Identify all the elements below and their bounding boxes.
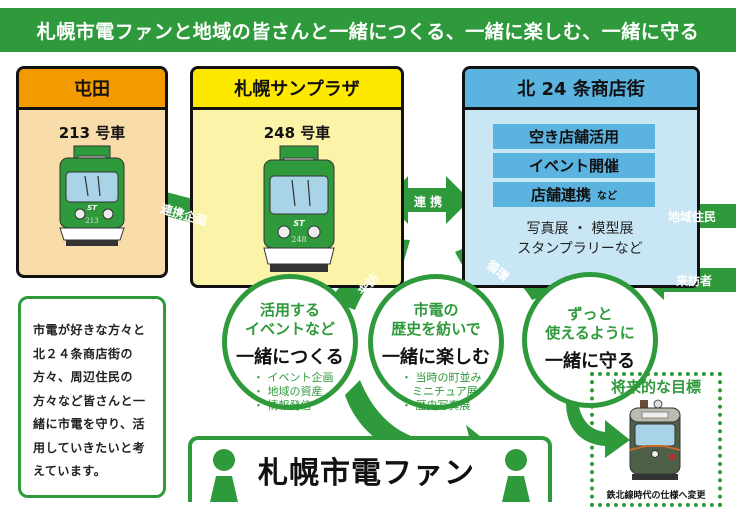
svg-text:ST: ST [293, 219, 305, 228]
tag-store-collab: 店舗連携など [493, 182, 655, 207]
circle-create: 活用する イベントなど 一緒につくる ・ イベント企画 ・ 地域の資産 ・ 情報… [222, 274, 358, 412]
circle-item: ・ 歴史写真展 [401, 399, 471, 412]
circle-title: 歴史を紡いで [391, 320, 481, 338]
station-name: 屯田 [19, 69, 165, 110]
message-line: 用していきたいと考 [33, 440, 146, 455]
fans-label: 札幌市電ファン [258, 456, 475, 491]
future-goal-title: 将来的な目標 [610, 378, 701, 396]
circle-item: ・ イベント企画 [253, 371, 334, 384]
circle-enjoy: 市電の 歴史を紡いで 一緒に楽しむ ・ 当時の町並み ミニチュア展 ・ 歴史写真… [368, 274, 504, 412]
car-number-label: 248 号車 [263, 124, 331, 142]
station-name: 札幌サンプラザ [193, 69, 401, 110]
message-line: 市電が好きな方々と [33, 323, 146, 337]
fans-box [188, 436, 552, 502]
tram-213-icon: ST 213 [59, 145, 125, 246]
circle-main: 一緒に守る [545, 351, 635, 372]
message-line: 方々、周辺住民の [33, 370, 134, 384]
collab-label: 連 携 [414, 195, 443, 209]
residents-label: 地域住民 [668, 210, 717, 224]
circle-item: ミニチュア展 [401, 385, 478, 398]
banner-title: 札幌市電ファンと地域の皆さんと一緒につくる、一緒に楽しむ、一緒に守る [0, 8, 736, 52]
future-goal-box [590, 372, 722, 507]
station-sapporo-sunplaza: 札幌サンプラザ 248 号車 [190, 66, 404, 288]
circle-item: ・ 情報発信 [253, 399, 312, 412]
station-name: 北 24 条商店街 [465, 69, 697, 110]
visitors-label: 来訪者 [676, 274, 713, 288]
circle-title: イベントなど [244, 320, 335, 338]
message-line: 方々など皆さんと一 [33, 393, 146, 408]
svg-text:248: 248 [291, 235, 306, 244]
message-box: 市電が好きな方々と 北２４条商店街の 方々、周辺住民の 方々など皆さんと一 緒に… [18, 296, 166, 498]
car-number-label: 213 号車 [58, 124, 126, 142]
collab-arrow [386, 176, 470, 224]
circle-title: 活用する [259, 301, 320, 319]
tag-event: イベント開催 [493, 153, 655, 178]
circle-item: ・ 地域の資産 [253, 385, 323, 398]
svg-text:ST: ST [87, 204, 98, 212]
svg-text:213: 213 [85, 217, 98, 225]
event-line-1: 写真展 ・ 模型展 [526, 221, 634, 237]
vintage-tram-icon [629, 399, 681, 480]
tag-vacant-store: 空き店舗活用 [493, 124, 655, 149]
person-icon [502, 449, 530, 502]
circle-title: 市電の [413, 301, 459, 319]
future-goal-caption: 鉄北線時代の仕様へ変更 [606, 491, 706, 501]
circle-title: ずっと [567, 305, 613, 323]
event-line-2: スタンプラリーなど [517, 241, 643, 257]
tram-248-icon: ST 248 [263, 145, 335, 272]
circle-item: ・ 当時の町並み [401, 371, 482, 384]
circle-title: 使えるように [545, 324, 635, 342]
person-icon [210, 449, 238, 502]
message-line: えています。 [33, 464, 107, 478]
circle-main: 一緒に楽しむ [382, 347, 490, 368]
message-line: 北２４条商店街の [33, 346, 134, 361]
goal-arrow [566, 400, 630, 458]
circle-main: 一緒につくる [236, 347, 344, 368]
message-line: 緒に市電を守り、活 [33, 417, 146, 431]
